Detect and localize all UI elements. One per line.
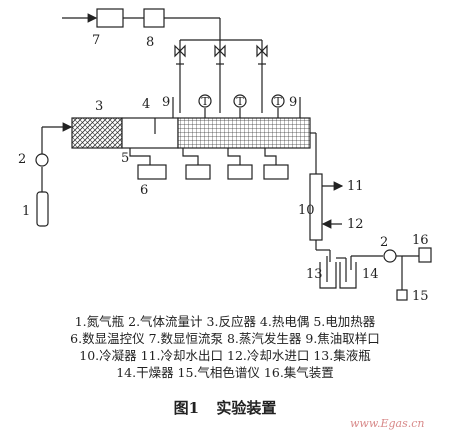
thermocouple-2: [233, 94, 247, 108]
electric-heater: [177, 117, 311, 149]
label-4: 4: [142, 97, 150, 112]
nitrogen-cylinder: [36, 191, 49, 227]
label-9a: 9: [162, 95, 170, 110]
reactor: [71, 117, 123, 149]
label-16: 16: [412, 233, 429, 248]
thermocouple-label-3: T: [274, 95, 282, 108]
legend-line-2: 6.数显温控仪 7.数显恒流泵 8.蒸汽发生器 9.焦油取样口: [70, 331, 380, 346]
label-14: 14: [362, 267, 379, 282]
gas-flowmeter: [35, 153, 49, 167]
thermocouple-label-2: T: [236, 95, 244, 108]
label-1: 1: [22, 204, 30, 219]
legend-line-1: 1.氮气瓶 2.气体流量计 3.反应器 4.热电偶 5.电加热器: [74, 314, 376, 329]
thermocouple-label-1: T: [201, 95, 209, 108]
heater-lead: [129, 148, 151, 165]
label-15: 15: [412, 289, 429, 304]
label-3: 3: [95, 99, 103, 114]
label-9b: 9: [289, 95, 297, 110]
figure-title: 实验装置: [216, 399, 277, 417]
gas-collector: [418, 247, 432, 263]
label-2b: 2: [380, 235, 388, 250]
temperature-controller-1: [137, 164, 167, 180]
temperature-controller-3: [227, 164, 253, 180]
label-8: 8: [146, 35, 154, 50]
valve-1: [174, 44, 186, 58]
steam-generator: [143, 8, 165, 28]
gas-flowmeter-2: [383, 249, 397, 263]
label-13: 13: [306, 267, 323, 282]
figure-number: 图1: [173, 399, 200, 417]
label-10: 10: [298, 203, 315, 218]
label-11: 11: [347, 179, 364, 194]
constant-flow-pump: [96, 8, 124, 28]
watermark: www.Egas.cn: [350, 417, 425, 430]
label-2: 2: [18, 152, 26, 167]
label-5: 5: [121, 151, 129, 166]
label-6: 6: [140, 183, 148, 198]
thermocouple-3: [271, 94, 285, 108]
valve-2: [214, 44, 226, 58]
label-12: 12: [347, 217, 364, 232]
temperature-controller-2: [185, 164, 211, 180]
temperature-controller-4: [263, 164, 289, 180]
label-7: 7: [92, 33, 100, 48]
gas-chromatograph: [396, 289, 408, 301]
legend-line-4: 14.干燥器 15.气相色谱仪 16.集气装置: [116, 365, 334, 380]
thermocouple-1: [198, 94, 212, 108]
dryer: [339, 262, 357, 289]
liquid-collection-bottle: [319, 262, 337, 289]
legend-line-3: 10.冷凝器 11.冷却水出口 12.冷却水进口 13.集液瓶: [79, 348, 371, 363]
figure-caption: 图1 实验装置: [0, 397, 450, 418]
valve-3: [256, 44, 268, 58]
